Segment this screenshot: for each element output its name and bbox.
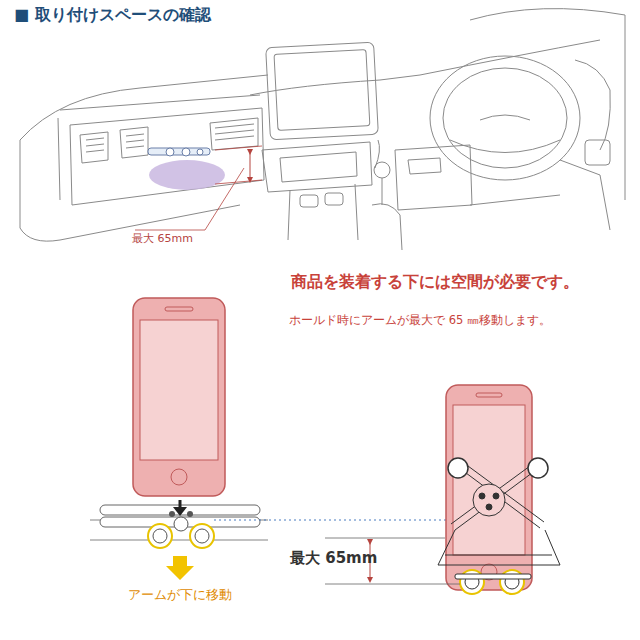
right-holder-arms	[438, 458, 560, 594]
note-heading: 商品を装着する下には空間が必要です。	[291, 273, 579, 291]
note-text: ホールド時にアームが最大で 65 ㎜移動します。	[289, 314, 551, 327]
dimension-label: 最大 65mm	[132, 233, 193, 246]
holder-on-vent	[148, 148, 225, 190]
arrow-label: アームが下に移動	[128, 588, 232, 603]
dashboard-drawing	[20, 9, 625, 250]
right-phone	[446, 385, 532, 590]
left-holder	[90, 500, 472, 580]
left-phone	[133, 298, 225, 496]
page-title: ■ 取り付けスペースの確認	[14, 6, 211, 24]
dimension-label: 最大 65mm	[290, 550, 377, 567]
top-dimension	[135, 146, 262, 230]
